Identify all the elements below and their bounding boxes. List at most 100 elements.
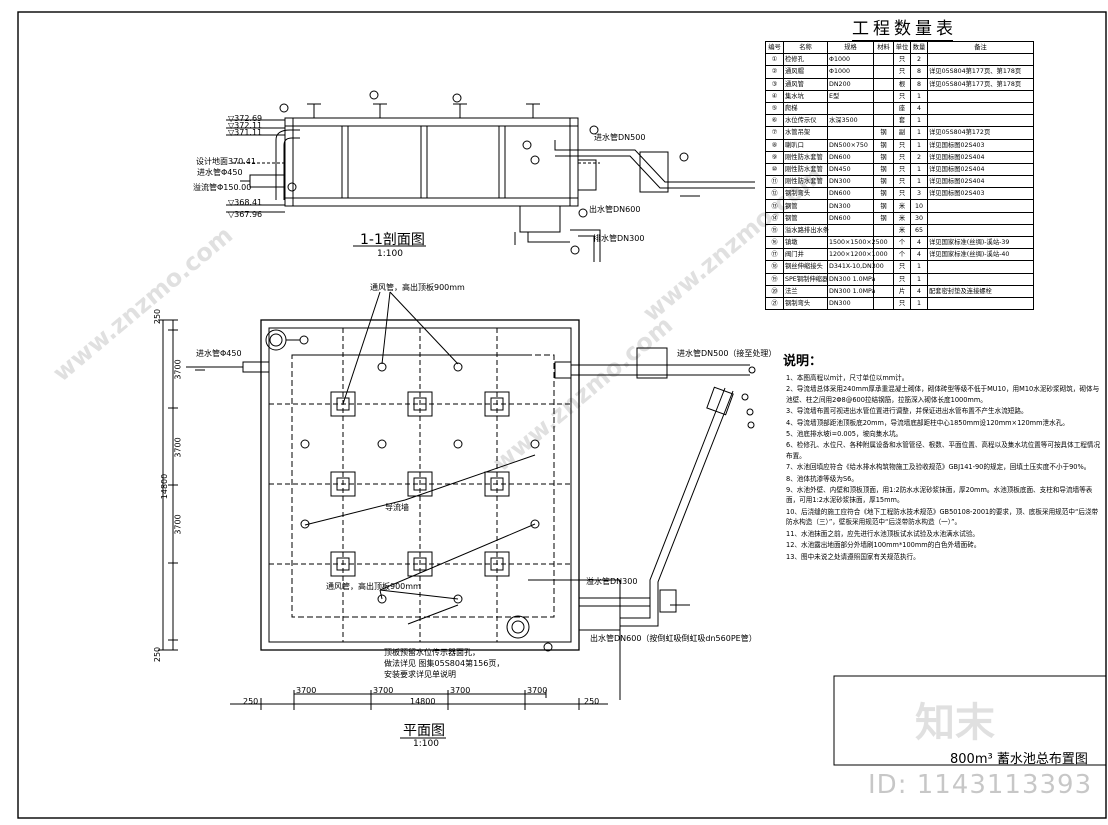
table-header-cell: 单位 [893, 40, 911, 55]
table-cell: 米 [893, 211, 911, 225]
table-cell: 详见05S804第177页、第178页 [927, 65, 1034, 79]
table-cell: 1 [910, 272, 928, 286]
table-cell: DN300 1.0MPa [827, 272, 875, 286]
table-cell: 详见05S804第172页 [927, 126, 1034, 140]
table-cell: DN300 1.0MPa [827, 284, 875, 298]
table-cell [927, 101, 1034, 116]
table-cell: 4 [910, 284, 928, 298]
elevation-label: ▽367.96 [228, 210, 263, 219]
table-cell: 套 [893, 114, 911, 128]
table-cell [927, 199, 1034, 213]
table-cell: 个 [893, 235, 911, 250]
table-cell: 钢 [873, 175, 894, 189]
table-cell: 副 [893, 126, 911, 140]
table-cell: 只 [893, 53, 911, 67]
table-cell [873, 296, 894, 311]
section-outlet-label: 出水管DN600 [589, 205, 641, 214]
section-inlet-label: 进水管Φ450 [197, 168, 243, 177]
note-item: 6、检修孔、水位尺、各种附属设备和水管管径、根数、平面位置、高程以及集水坑位置等… [786, 441, 1101, 460]
table-cell: 4 [910, 248, 928, 262]
table-cell [927, 223, 1034, 238]
section-1-1-drawing [226, 90, 755, 262]
table-cell: ⑯ [765, 235, 784, 250]
notes-list: 1、本图高程以m计，尺寸单位以mm计。2、导流墙总体采用240mm厚承重混凝土砌… [786, 373, 1104, 563]
elevation-label: ▽372.69 [228, 114, 263, 123]
table-cell: 详见国标图02S403 [927, 187, 1034, 201]
table-cell: DN300 [827, 296, 874, 311]
table-cell: 只 [893, 296, 911, 311]
table-cell: 1 [910, 175, 928, 189]
table-cell: DN600 [827, 150, 874, 164]
table-cell: ⑳ [765, 284, 784, 298]
table-cell: DN300 [827, 199, 874, 213]
table-header-cell: 材料 [873, 40, 894, 55]
table-cell: ⑲ [765, 272, 784, 286]
table-cell: 4 [910, 235, 928, 250]
table-cell: 详见国家标准(丝绸)-溪站-40 [927, 248, 1034, 262]
section-caption: 1-1剖面图 [360, 232, 425, 248]
table-cell: 溢水路排出水条 [783, 223, 829, 238]
table-cell [873, 284, 894, 298]
table-cell: 2 [910, 150, 928, 164]
table-cell [827, 101, 874, 116]
plan-note-line: 安装要求详见单说明 [384, 670, 456, 679]
section-drain-label: 排水管DN300 [593, 234, 645, 243]
table-cell: D341X-10,DN300 [827, 260, 884, 274]
table-cell: DN200 [827, 77, 874, 91]
table-cell: ① [765, 53, 784, 67]
note-item: 2、导流墙总体采用240mm厚承重混凝土砌体，砌体砖型等级不低于MU10，用M1… [786, 385, 1100, 404]
title-block [833, 675, 1107, 766]
table-cell: 通风帽 [783, 65, 828, 79]
table-cell: 米 [893, 223, 911, 238]
dim-bottom: 3700 [296, 686, 317, 695]
table-cell: 详见国标图02S403 [927, 138, 1034, 152]
dim-edge: 250 [584, 697, 600, 706]
dim-bottom: 3700 [450, 686, 471, 695]
watermark-id: ID: 1143113393 [868, 770, 1093, 800]
table-cell: DN450 [827, 162, 874, 177]
table-header-cell: 编号 [765, 40, 784, 55]
table-cell: Φ1000 [827, 65, 874, 79]
table-cell: ⑩ [765, 162, 784, 177]
table-cell [873, 89, 894, 103]
note-item: 7、水池回填应符合《给水排水构筑物施工及验收规范》GBJ141-90的规定，回填… [786, 463, 1091, 472]
dim-left-total: 14800 [160, 473, 170, 500]
note-item: 8、池体抗渗等级为S6。 [786, 474, 858, 483]
note-item: 5、池底排水坡i=0.005，坡向集水坑。 [786, 430, 903, 439]
table-cell: 片 [893, 284, 911, 298]
table-cell [827, 126, 874, 140]
drawing-frame [17, 11, 1107, 819]
table-cell: 10 [910, 199, 928, 213]
table-cell [827, 223, 874, 238]
table-cell: 1 [910, 162, 928, 177]
table-cell: 座 [893, 101, 911, 116]
table-cell: 详见国标图02S404 [927, 150, 1034, 164]
table-cell: 钢 [873, 211, 894, 225]
plan-scale: 1:100 [413, 739, 439, 749]
dim-edge: 250 [243, 697, 259, 706]
table-cell [927, 89, 1034, 103]
table-cell: DN300 [827, 175, 874, 189]
table-cell: 1 [910, 260, 928, 274]
table-cell [873, 272, 894, 286]
table-cell: 1 [910, 138, 928, 152]
table-cell [873, 114, 894, 128]
table-cell: 通风管 [783, 77, 828, 91]
table-cell: ⑦ [765, 126, 784, 140]
table-cell: 只 [893, 175, 911, 189]
table-cell: 只 [893, 272, 911, 286]
dim-bottom: 3700 [527, 686, 548, 695]
table-cell [873, 53, 894, 67]
note-item: 13、图中未说之处请遵照国家有关规范执行。 [786, 552, 920, 561]
table-cell: 水管吊架 [783, 126, 828, 140]
table-cell: 1 [910, 114, 928, 128]
dim-left: 3700 [173, 437, 183, 458]
